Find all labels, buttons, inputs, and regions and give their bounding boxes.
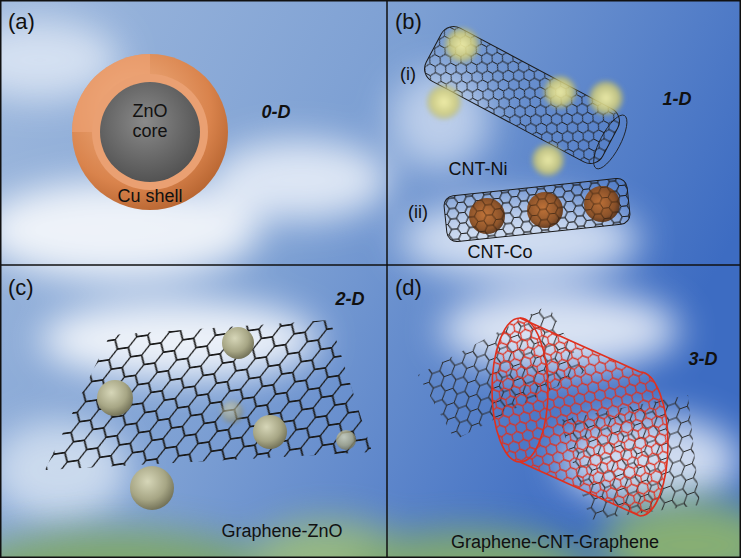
dimension-tag: 0-D: [261, 103, 290, 123]
core-shell-particle: [72, 54, 228, 210]
panel-letter: (c): [8, 276, 34, 300]
dimension-tag: 1-D: [662, 90, 691, 110]
zno-particles: [97, 327, 356, 510]
callout-number: (ii): [408, 203, 428, 223]
dimension-tag: 2-D: [335, 290, 364, 310]
nanotube: [420, 22, 634, 174]
nickel-particles: [426, 27, 624, 177]
panel-letter: (b): [395, 10, 422, 34]
part-label: Cu shell: [117, 187, 182, 207]
part-label: Graphene-ZnO: [221, 522, 342, 542]
part-label: CNT-Co: [467, 243, 532, 263]
part-label: CNT-Ni: [449, 160, 508, 180]
part-label: ZnO core: [122, 102, 178, 142]
part-label: Graphene-CNT-Graphene: [451, 533, 659, 553]
nanotube-overlay: [443, 178, 631, 243]
nanotube: [443, 178, 631, 243]
panel-letter: (a): [8, 10, 35, 34]
callout-number: (i): [400, 65, 416, 85]
panel-letter: (d): [395, 276, 422, 300]
graphene-cnt-graphene: [418, 305, 700, 520]
graphene-sheet: [45, 320, 372, 470]
dimension-tag: 3-D: [688, 350, 717, 370]
